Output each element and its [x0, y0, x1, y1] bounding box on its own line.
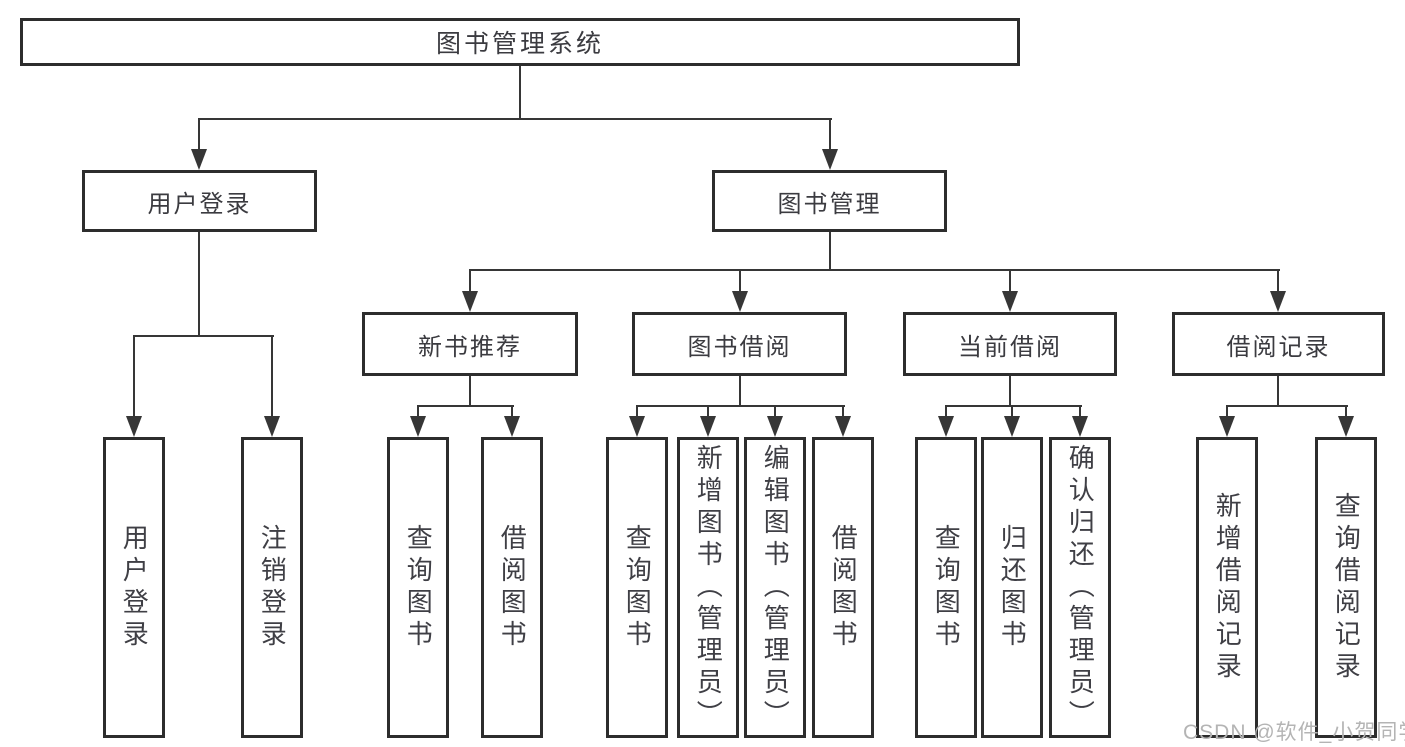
- arrow-down-icon: [1072, 416, 1088, 437]
- leaf-bb-edit-books-admin: 编辑图书（管理员）: [744, 437, 806, 738]
- node-user-login: 用户登录: [82, 170, 317, 232]
- node-book-borrow-label: 图书借阅: [687, 333, 792, 361]
- connector-line: [1009, 376, 1011, 407]
- connector-line: [1011, 406, 1013, 420]
- leaf-bb-query-books-label: 查询图书: [622, 523, 653, 652]
- arrow-down-icon: [835, 416, 851, 437]
- node-book-borrow: 图书借阅: [632, 312, 847, 376]
- connector-line: [198, 118, 832, 120]
- arrow-down-icon: [462, 291, 478, 312]
- arrow-down-icon: [126, 416, 142, 437]
- connector-line: [469, 269, 1280, 271]
- leaf-br-query-record: 查询借阅记录: [1315, 437, 1377, 738]
- node-book-management: 图书管理: [712, 170, 947, 232]
- connector-line: [1079, 406, 1081, 420]
- leaf-cb-query-books: 查询图书: [915, 437, 977, 738]
- leaf-user-login-label: 用户登录: [119, 523, 150, 652]
- leaf-bb-borrow-books: 借阅图书: [812, 437, 874, 738]
- leaf-br-query-record-label: 查询借阅记录: [1331, 491, 1362, 684]
- connector-line: [417, 405, 514, 407]
- node-new-book-recommend: 新书推荐: [362, 312, 578, 376]
- arrow-down-icon: [700, 416, 716, 437]
- connector-line: [1009, 270, 1011, 293]
- node-current-borrow-label: 当前借阅: [958, 333, 1062, 361]
- leaf-cb-confirm-return-admin-label: 确认归还（管理员）: [1065, 443, 1096, 732]
- connector-line: [1226, 406, 1228, 420]
- leaf-logout-label: 注销登录: [257, 523, 288, 652]
- connector-line: [739, 376, 741, 407]
- node-book-management-label: 图书管理: [777, 190, 882, 218]
- arrow-down-icon: [1219, 416, 1235, 437]
- arrow-down-icon: [1338, 416, 1354, 437]
- connector-line: [945, 405, 1082, 407]
- leaf-logout: 注销登录: [241, 437, 303, 738]
- connector-line: [636, 406, 638, 420]
- connector-line: [469, 270, 471, 293]
- arrow-down-icon: [732, 291, 748, 312]
- connector-line: [1226, 405, 1348, 407]
- connector-line: [829, 232, 831, 271]
- leaf-bb-add-books-admin: 新增图书（管理员）: [677, 437, 739, 738]
- connector-line: [1345, 406, 1347, 420]
- connector-line: [1277, 270, 1279, 293]
- connector-line: [198, 119, 200, 152]
- arrow-down-icon: [629, 416, 645, 437]
- leaf-cb-query-books-label: 查询图书: [931, 523, 962, 652]
- connector-line: [469, 376, 471, 407]
- leaf-cb-return-books-label: 归还图书: [997, 523, 1028, 652]
- node-new-book-recommend-label: 新书推荐: [418, 333, 522, 361]
- connector-line: [271, 336, 273, 418]
- leaf-nb-borrow-books-label: 借阅图书: [497, 523, 528, 652]
- connector-line: [133, 336, 135, 418]
- connector-line: [774, 406, 776, 420]
- node-root-label: 图书管理系统: [435, 30, 604, 58]
- connector-line: [636, 405, 845, 407]
- csdn-watermark: CSDN @软件_小贺同学: [1183, 721, 1405, 744]
- node-user-login-label: 用户登录: [147, 190, 252, 218]
- connector-line: [707, 406, 709, 420]
- arrow-down-icon: [264, 416, 280, 437]
- leaf-bb-add-books-admin-label: 新增图书（管理员）: [693, 443, 724, 732]
- node-borrow-records-label: 借阅记录: [1226, 333, 1331, 361]
- arrow-down-icon: [504, 416, 520, 437]
- arrow-down-icon: [938, 416, 954, 437]
- connector-line: [417, 406, 419, 420]
- connector-line: [945, 406, 947, 420]
- node-root: 图书管理系统: [20, 18, 1020, 66]
- arrow-down-icon: [191, 149, 207, 170]
- connector-line: [739, 270, 741, 293]
- leaf-br-add-record-label: 新增借阅记录: [1212, 491, 1243, 684]
- connector-line: [829, 119, 831, 152]
- arrow-down-icon: [1002, 291, 1018, 312]
- connector-line: [198, 232, 200, 337]
- connector-line: [519, 66, 521, 120]
- leaf-nb-query-books-label: 查询图书: [403, 523, 434, 652]
- leaf-cb-confirm-return-admin: 确认归还（管理员）: [1049, 437, 1111, 738]
- leaf-cb-return-books: 归还图书: [981, 437, 1043, 738]
- arrow-down-icon: [767, 416, 783, 437]
- connector-line: [842, 406, 844, 420]
- arrow-down-icon: [1004, 416, 1020, 437]
- leaf-bb-query-books: 查询图书: [606, 437, 668, 738]
- leaf-nb-borrow-books: 借阅图书: [481, 437, 543, 738]
- arrow-down-icon: [822, 149, 838, 170]
- connector-line: [133, 335, 274, 337]
- leaf-br-add-record: 新增借阅记录: [1196, 437, 1258, 738]
- node-current-borrow: 当前借阅: [903, 312, 1117, 376]
- connector-line: [511, 406, 513, 420]
- arrow-down-icon: [410, 416, 426, 437]
- leaf-bb-borrow-books-label: 借阅图书: [828, 523, 859, 652]
- node-borrow-records: 借阅记录: [1172, 312, 1385, 376]
- leaf-user-login: 用户登录: [103, 437, 165, 738]
- connector-line: [1277, 376, 1279, 407]
- arrow-down-icon: [1270, 291, 1286, 312]
- leaf-nb-query-books: 查询图书: [387, 437, 449, 738]
- leaf-bb-edit-books-admin-label: 编辑图书（管理员）: [760, 443, 791, 732]
